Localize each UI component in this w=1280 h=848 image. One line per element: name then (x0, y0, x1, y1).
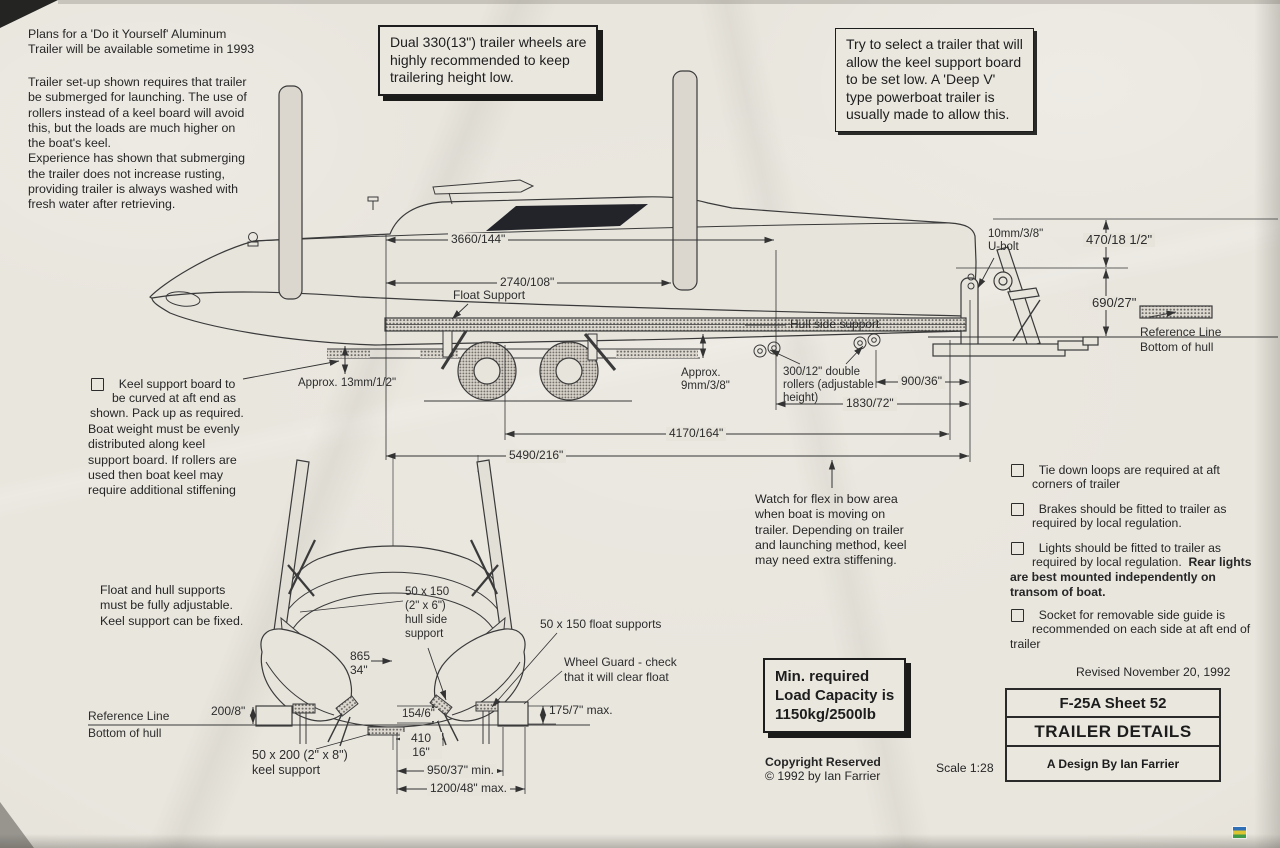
dim-1830: 1830/72" (843, 396, 897, 411)
front-view-boat (88, 455, 590, 750)
flex-note: Watch for flex in bow area when boat is … (755, 492, 907, 568)
winch-drum (993, 271, 1013, 291)
float-support-pad (292, 703, 316, 714)
plans-note: Plans for a 'Do it Yourself' Aluminum Tr… (28, 27, 255, 57)
bottom-of-hull-right-label: Bottom of hull (1140, 340, 1214, 354)
sheet-number: F-25A Sheet 52 (1007, 690, 1219, 718)
wheels-callout-box: Dual 330(13") trailer wheels are highly … (378, 25, 599, 96)
keel-support-pad (367, 726, 405, 736)
fv-float-supports-label: 50 x 150 float supports (540, 617, 662, 631)
dim-690: 690/27" (1089, 296, 1140, 310)
checkbox-icon (1011, 608, 1024, 622)
revised-date: Revised November 20, 1992 (1076, 665, 1231, 679)
checklist-text: Brakes should be fitted to trailer as re… (1032, 501, 1227, 531)
deep-v-callout-box: Try to select a trailer that will allow … (835, 28, 1034, 132)
rollers-label: 300/12" double rollers (adjustable heigh… (783, 366, 874, 404)
fv-keel-support-label: 50 x 200 (2" x 8") keel support (252, 748, 348, 777)
trailer-tongue (932, 343, 1066, 357)
float-hull-note: Float and hull supports must be fully ad… (100, 583, 244, 628)
u-bolt-icon (967, 273, 975, 281)
copyright-line-1: Copyright Reserved (765, 755, 881, 769)
checklist-item-lights: Lights should be fitted to trailer as re… (1010, 526, 1252, 600)
photo-watermark (1232, 826, 1247, 839)
sheet-title: TRAILER DETAILS (1007, 718, 1219, 747)
trailer-wheels (424, 341, 632, 402)
side-view-boat (149, 70, 1213, 402)
keel-board-note: Keel support board to be curved at aft e… (90, 362, 290, 421)
dim-865: 865 34" (350, 649, 371, 677)
boat-weight-note: Boat weight must be evenly distributed a… (88, 422, 240, 498)
keel-board (327, 349, 370, 358)
bottom-of-hull-left-label: Bottom of hull (88, 726, 162, 740)
scale-label: Scale 1:28 (936, 761, 994, 775)
checkbox-icon (1011, 541, 1024, 555)
checklist-text: Tie down loops are required at aft corne… (1032, 462, 1220, 492)
keel-board-text: Keel support board to be curved at aft e… (90, 376, 244, 421)
dim-4170: 4170/164" (666, 426, 727, 441)
checkbox-icon (91, 377, 104, 391)
checklist-text-bold: Rear lights are best mounted independent… (1010, 555, 1252, 599)
dim-950: 950/37" min. (424, 763, 497, 778)
dim-410: 410 16" (400, 731, 442, 759)
ref-line-right-label: Reference Line (1140, 325, 1222, 339)
photo-edge-shadow (0, 834, 1280, 848)
dim-175: 175/7" max. (549, 703, 613, 717)
dim-154: 154/6" (399, 708, 438, 721)
hull-side-pad (335, 695, 359, 717)
copyright-line-2: © 1992 by Ian Farrier (765, 769, 881, 783)
hitch-coupler (1082, 336, 1099, 346)
photo-edge-shadow (1254, 0, 1280, 848)
dim-3660: 3660/144" (448, 232, 509, 247)
hull-side-support-label: Hull side support (790, 317, 880, 331)
cabin-window (486, 204, 648, 231)
checklist-text: Lights should be fitted to trailer as re… (1032, 540, 1222, 570)
dim-900: 900/36" (898, 374, 945, 389)
side-guide-post (672, 70, 698, 291)
side-guide-post (278, 85, 303, 300)
dim-1200: 1200/48" max. (427, 781, 510, 796)
checklist-item-tiedown: Tie down loops are required at aft corne… (1010, 448, 1250, 492)
float-support-label: Float Support (453, 288, 526, 302)
double-roller-icon (853, 333, 881, 350)
dim-5490: 5490/216" (506, 448, 567, 463)
u-bolt-label: 10mm/3/8" U-bolt (988, 228, 1044, 253)
checklist-item-brakes: Brakes should be fitted to trailer as re… (1010, 487, 1250, 531)
title-block: F-25A Sheet 52 TRAILER DETAILS A Design … (1005, 688, 1221, 782)
checklist-text: Socket for removable side guide is recom… (1010, 607, 1251, 652)
wheel-guard (255, 705, 293, 727)
dim-200: 200/8" (211, 704, 246, 718)
dim-470: 470/18 1/2" (1083, 233, 1156, 247)
fv-hull-side-label: 50 x 150 (2" x 6") hull side support (405, 586, 450, 640)
approx-13-label: Approx. 13mm/1/2" (298, 377, 397, 389)
wheel-guard (497, 701, 529, 727)
dim-2740: 2740/108" (497, 275, 558, 290)
wheel-guard-label: Wheel Guard - check that it will clear f… (564, 655, 677, 684)
checklist-item-socket: Socket for removable side guide is recom… (1010, 593, 1250, 652)
designer-credit: A Design By Ian Farrier (1046, 756, 1180, 771)
checkbox-icon (1011, 502, 1024, 516)
ref-line-left-label: Reference Line (88, 709, 170, 723)
approx-9-label: Approx. 9mm/3/8" (681, 367, 730, 392)
checkbox-icon (1011, 463, 1024, 477)
photo-edge-shadow (58, 0, 1280, 4)
load-capacity-box: Min. required Load Capacity is 1150kg/25… (763, 658, 907, 733)
setup-note: Trailer set-up shown requires that trail… (28, 75, 247, 212)
hull-side-pad (429, 694, 453, 716)
